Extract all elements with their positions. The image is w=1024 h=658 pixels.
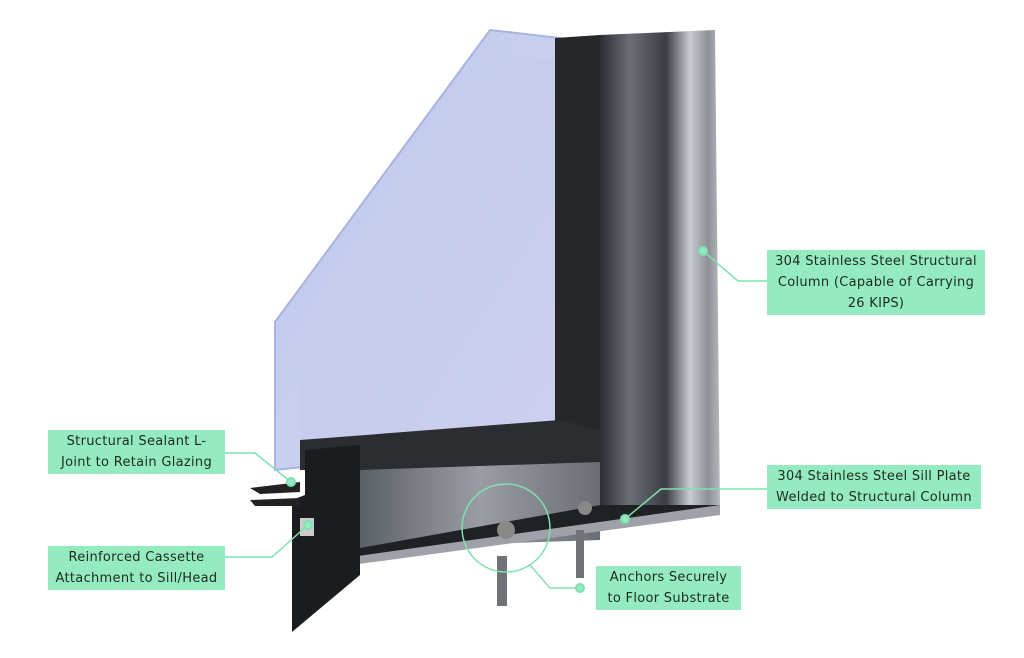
callout-text: to Floor Substrate bbox=[607, 591, 730, 606]
callout-text: Anchors Securely bbox=[609, 570, 728, 585]
cassette-profile bbox=[250, 445, 360, 632]
callout-sill-plate: 304 Stainless Steel Sill Plate Welded to… bbox=[767, 465, 981, 509]
callout-text: 304 Stainless Steel Sill Plate bbox=[777, 469, 971, 484]
callout-structural-sealant: Structural Sealant L- Joint to Retain Gl… bbox=[48, 430, 225, 474]
callout-text: Welded to Structural Column bbox=[776, 490, 972, 505]
callout-text: Reinforced Cassette bbox=[68, 550, 205, 565]
callout-text: Structural Sealant L- bbox=[66, 434, 207, 449]
callout-text: 304 Stainless Steel Structural bbox=[775, 254, 977, 269]
anchor-bolts bbox=[497, 501, 592, 606]
glass-pane bbox=[274, 28, 561, 472]
callout-reinforced-cassette: Reinforced Cassette Attachment to Sill/H… bbox=[48, 546, 225, 590]
callout-text: Column (Capable of Carrying bbox=[777, 275, 975, 290]
callout-dots bbox=[286, 246, 708, 593]
callout-text: 26 KIPS) bbox=[847, 296, 905, 311]
callout-text: Joint to Retain Glazing bbox=[60, 455, 213, 470]
callout-anchors: Anchors Securely to Floor Substrate bbox=[596, 566, 741, 610]
leader-lines bbox=[225, 250, 767, 589]
structural-column bbox=[600, 30, 720, 510]
aluminum-frame bbox=[300, 35, 600, 548]
callout-text: Attachment to Sill/Head bbox=[55, 571, 218, 586]
callout-structural-column: 304 Stainless Steel Structural Column (C… bbox=[767, 250, 985, 315]
